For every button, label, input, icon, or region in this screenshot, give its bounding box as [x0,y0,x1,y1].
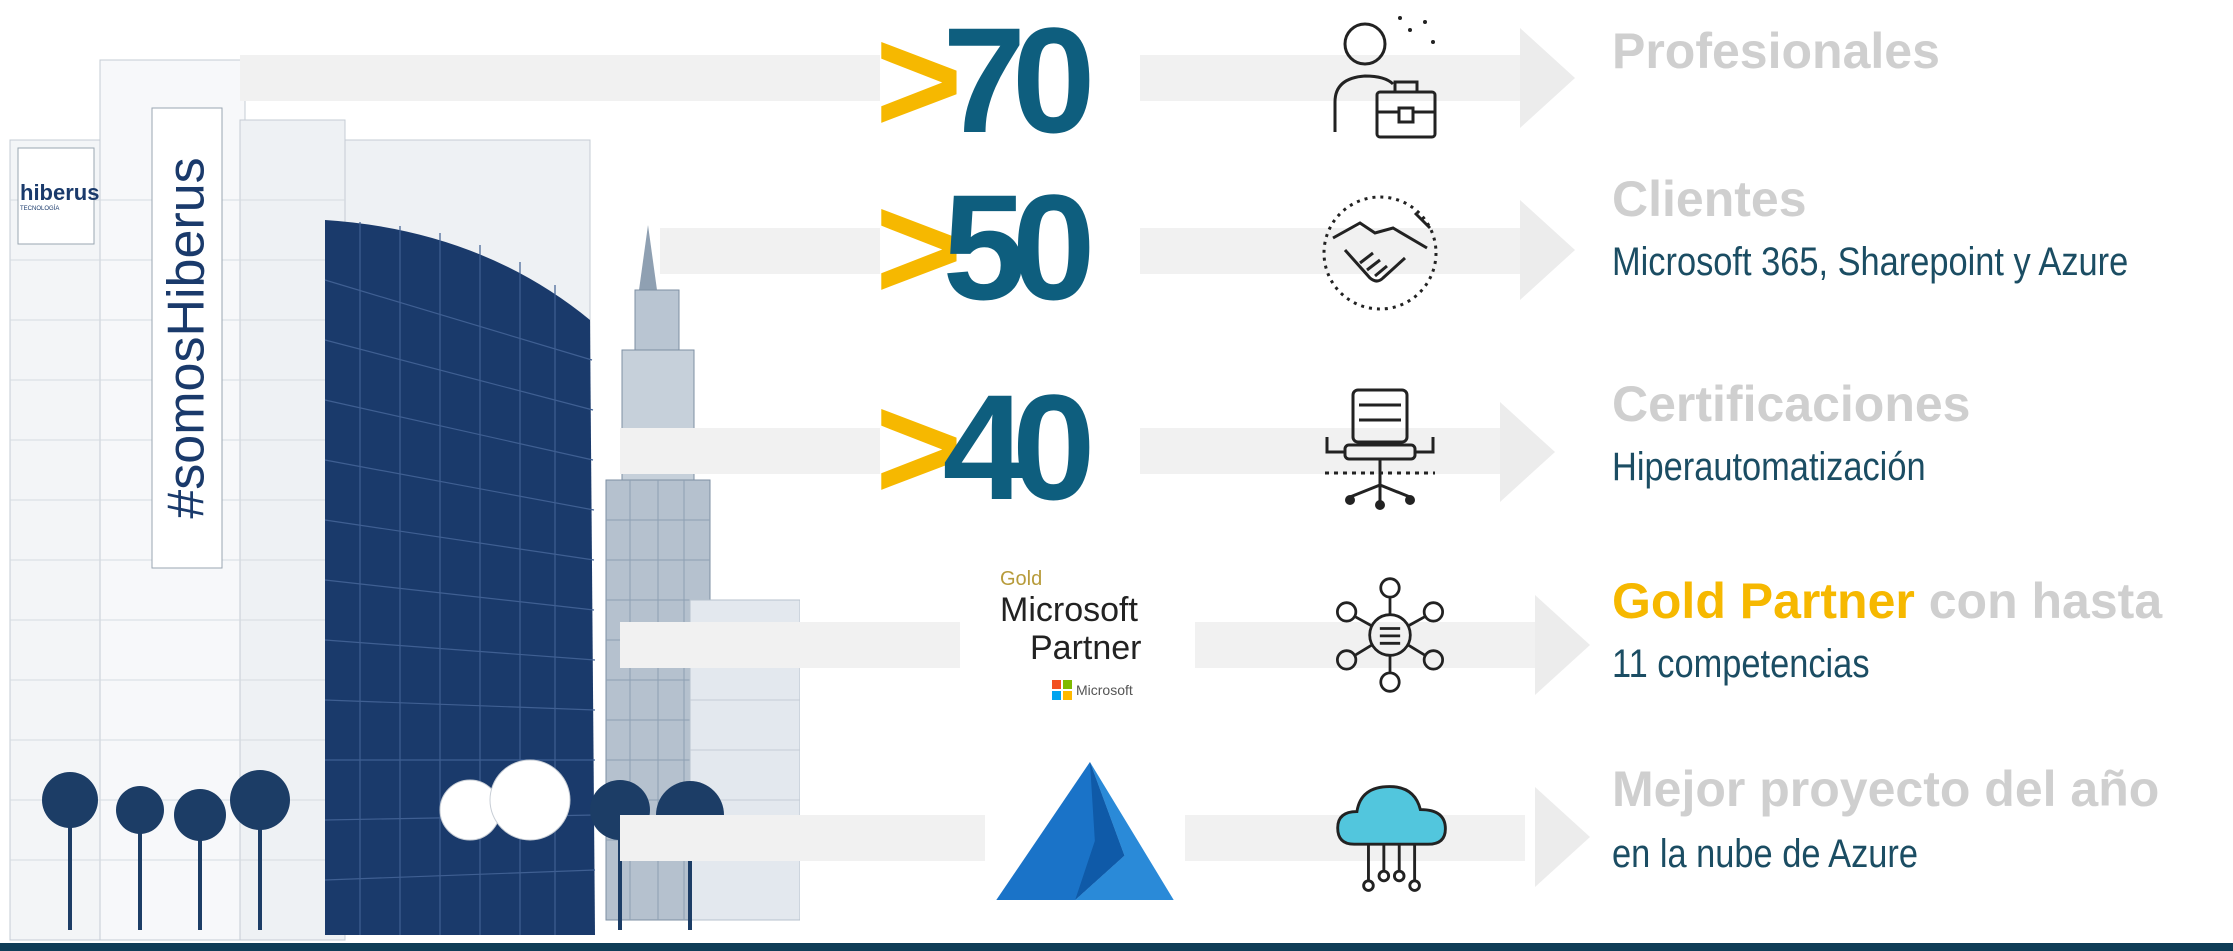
partner-heading-highlight: Gold Partner [1612,573,1915,629]
microsoft-logo: Microsoft [1052,680,1133,700]
stat-number-professionals: >70 [875,5,1095,155]
building-logo-subtext: TECNOLOGÍA [20,206,60,212]
stat-heading-professionals: Profesionales [1612,23,1940,79]
building-logo-sign: hiberus TECNOLOGÍA [20,180,100,212]
professional-briefcase-icon [1333,16,1437,139]
office-chair-icon [1325,388,1435,510]
badge-line-partner: Partner [1030,629,1142,667]
stat-value: 70 [942,0,1096,164]
stat-heading-certifications: Certificaciones [1612,376,1971,432]
partner-heading: Gold Partner con hasta [1612,572,2162,630]
azure-heading: Mejor proyecto del año [1612,761,2160,817]
building-logo-text: hiberus [20,180,100,205]
stat-number-certifications: >40 [875,372,1095,522]
building-sign-vertical: #somosHiberus [152,108,222,568]
bottom-bar [0,943,2233,951]
handshake-icon [1322,195,1438,311]
stat-number-clients: >50 [875,172,1095,322]
partner-heading-rest: con hasta [1914,573,2163,629]
microsoft-squares-icon [1052,680,1072,700]
stat-prefix: > [875,0,963,164]
cloud-computing-icon [1336,785,1447,892]
stat-subtitle-certifications: Hiperautomatización [1612,445,1926,489]
stat-heading-clients: Clientes [1612,171,1807,227]
stat-prefix: > [875,163,963,331]
sign-vertical-text: #somosHiberus [158,157,217,519]
stat-subtitle-clients: Microsoft 365, Sharepoint y Azure [1612,240,2129,284]
badge-line-microsoft: Microsoft [1000,591,1138,629]
buildings-illustration [9,59,800,941]
stat-value: 50 [942,163,1096,331]
stat-value: 40 [942,363,1096,531]
partner-subtitle: 11 competencias [1612,642,1870,686]
microsoft-gold-partner-badge: Gold Microsoft Partner Microsoft [1000,568,1170,708]
stat-prefix: > [875,363,963,531]
microsoft-logo-text: Microsoft [1076,682,1133,698]
azure-subtitle: en la nube de Azure [1612,832,1919,876]
network-hub-icon [1336,577,1444,693]
azure-logo [996,762,1174,900]
badge-gold-word: Gold [1000,568,1043,590]
